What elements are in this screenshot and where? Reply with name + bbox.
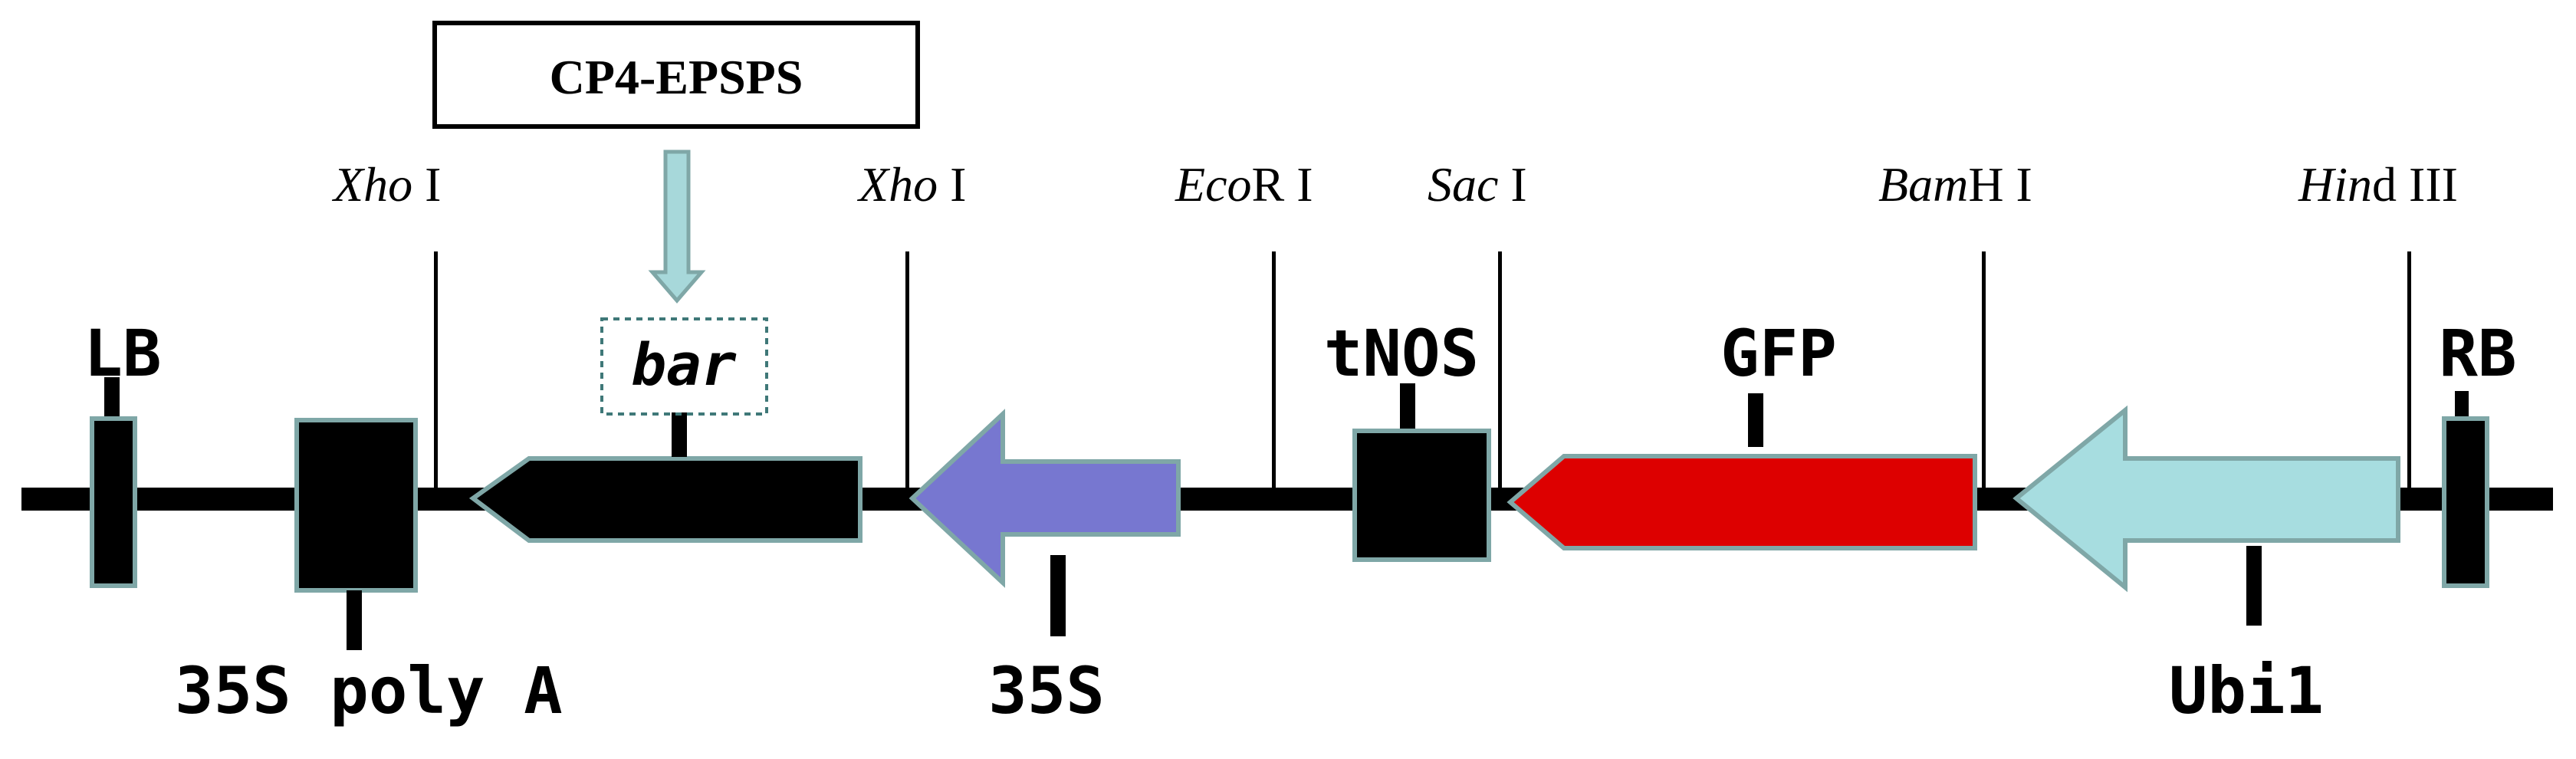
- site-line-bamh1: [1982, 251, 1986, 491]
- promoter-35s-label: 35S: [988, 653, 1105, 728]
- lb-stem: [104, 377, 120, 423]
- tnos-label: tNOS: [1324, 316, 1479, 391]
- gfp-stem: [1748, 393, 1763, 447]
- site-line-ecor1: [1272, 251, 1276, 491]
- promoter-35s-arrow: [909, 409, 1181, 588]
- lb-block: [90, 416, 137, 588]
- gfp-label: GFP: [1720, 316, 1837, 391]
- site-label-bamh1: BamH I: [1878, 157, 2032, 212]
- poly-a-label: 35S poly A: [175, 653, 563, 728]
- bar-gene-arrow: [468, 456, 863, 543]
- callout-box: [432, 21, 920, 129]
- bar-label: bar: [631, 330, 737, 399]
- site-line-sac1: [1498, 251, 1502, 491]
- site-label-xho1-right: Xho I: [856, 157, 966, 212]
- site-label-xho1-left: Xho I: [331, 157, 441, 212]
- bar-label-stem: [672, 412, 687, 457]
- site-label-hind3: Hind III: [2298, 157, 2458, 212]
- site-line-hind3: [2407, 251, 2411, 491]
- callout-arrow: [648, 150, 706, 304]
- callout-label: CP4-EPSPS: [550, 50, 803, 104]
- poly-a-stem: [347, 590, 362, 650]
- ubi1-label: Ubi1: [2169, 653, 2324, 728]
- ubi1-arrow: [2013, 405, 2400, 593]
- gfp-arrow: [1506, 454, 1977, 550]
- ubi1-stem: [2246, 546, 2262, 626]
- site-label-sac1: Sac I: [1428, 157, 1527, 212]
- site-label-ecor1: EcoR I: [1175, 157, 1313, 212]
- bar-label-box: [600, 317, 768, 416]
- rb-block: [2442, 416, 2489, 588]
- site-line-xho1-right: [905, 251, 909, 491]
- tnos-stem: [1400, 383, 1415, 432]
- rb-label: RB: [2439, 316, 2516, 391]
- lb-label: LB: [84, 316, 161, 391]
- promoter-35s-stem: [1050, 555, 1066, 636]
- site-line-xho1-left: [434, 251, 438, 491]
- tnos-block: [1352, 429, 1491, 562]
- poly-a-block: [294, 418, 418, 593]
